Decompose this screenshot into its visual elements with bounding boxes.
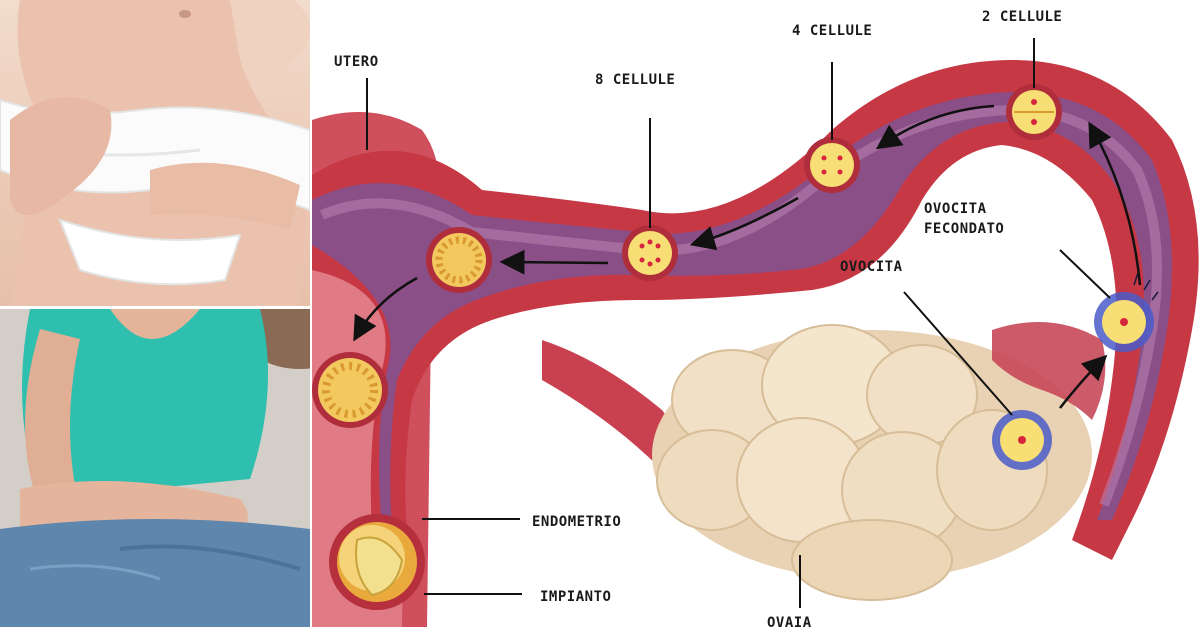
cell-stage-morula-large (312, 352, 388, 428)
oocyte (992, 410, 1052, 470)
fertilization-diagram: UTERO 8 CELLULE 4 CELLULE 2 CELLULE OVOC… (312, 9, 1199, 627)
arrow-2-to-4-cells (875, 104, 995, 150)
arrow-oocyte-to-fertilized (1059, 354, 1108, 409)
arrow-4-to-8-cells (689, 196, 799, 251)
arrow-morula-to-large (353, 276, 418, 342)
label-8-cells: 8 CELLULE (595, 72, 675, 88)
label-2-cells: 2 CELLULE (982, 9, 1062, 25)
label-endometrium: ENDOMETRIO (532, 514, 621, 530)
label-fertilized-oocyte-line2: FECONDATO (924, 221, 1004, 237)
cell-stage-8-cells (622, 225, 678, 281)
fertilized-oocyte (1094, 272, 1159, 352)
label-4-cells: 4 CELLULE (792, 23, 872, 39)
label-fertilized-oocyte-line1: OVOCITA (924, 201, 987, 217)
photo-pad-illustration (0, 0, 310, 306)
implantation-site (329, 514, 425, 610)
photo-woman-illustration (0, 309, 310, 627)
cell-stage-2-cells (1006, 84, 1062, 140)
label-uterus: UTERO (334, 54, 379, 70)
photo-woman-cramps (0, 309, 310, 627)
cell-stage-morula (426, 227, 492, 293)
label-oocyte: OVOCITA (840, 259, 903, 275)
cell-stage-4-cells (804, 137, 860, 193)
fimbriae (992, 322, 1106, 420)
leader-lines (366, 38, 1111, 608)
photo-sanitary-pad (0, 0, 310, 306)
label-implantation: IMPIANTO (540, 589, 611, 605)
fallopian-tube-lumen (312, 92, 1172, 530)
arrow-fertilized-to-2-cells (1088, 121, 1142, 286)
label-ovary: OVAIA (767, 615, 812, 627)
ovary (652, 324, 1092, 601)
arrow-8-cells-to-morula (499, 249, 609, 275)
